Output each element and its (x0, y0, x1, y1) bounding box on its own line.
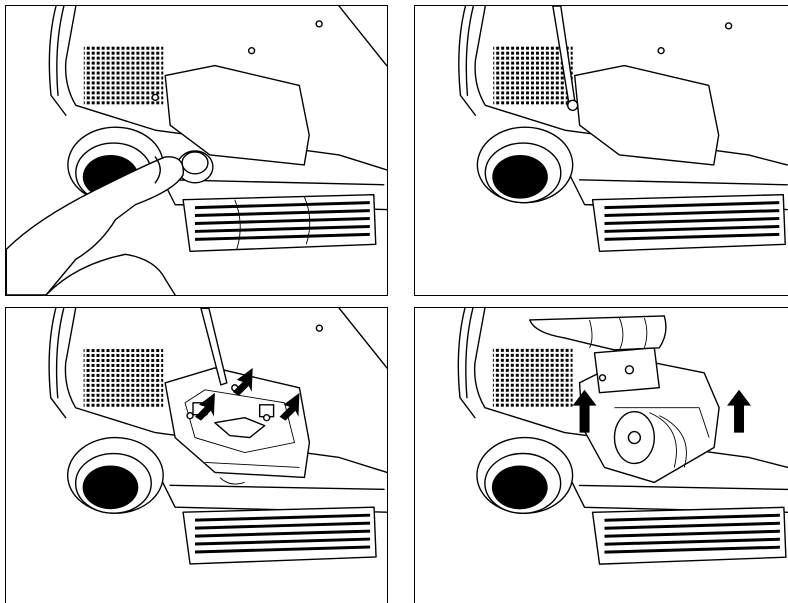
up-arrow-icon (727, 390, 751, 433)
top-vent-grid (84, 348, 164, 408)
lens (477, 438, 573, 514)
top-vent-grid (84, 46, 163, 106)
lamp-cover (165, 66, 309, 165)
front-vent-grille (183, 195, 376, 252)
lamp-module (580, 348, 720, 483)
projector-illustration (6, 308, 387, 603)
lamp-cover (575, 66, 719, 165)
top-vent-grid (493, 348, 573, 408)
step-4-panel (414, 307, 788, 603)
front-vent-grille (593, 195, 786, 252)
hand-icon (530, 316, 666, 350)
step-2-panel (414, 5, 788, 296)
step-1-panel (5, 5, 388, 296)
lens (68, 438, 163, 514)
projector-illustration (415, 308, 788, 603)
lamp-module (165, 368, 309, 484)
front-vent-grille (593, 507, 786, 564)
lens (477, 127, 572, 202)
projector-illustration (6, 6, 387, 295)
front-vent-grille (183, 507, 376, 564)
projector-illustration (415, 6, 788, 295)
step-3-panel (5, 307, 388, 603)
